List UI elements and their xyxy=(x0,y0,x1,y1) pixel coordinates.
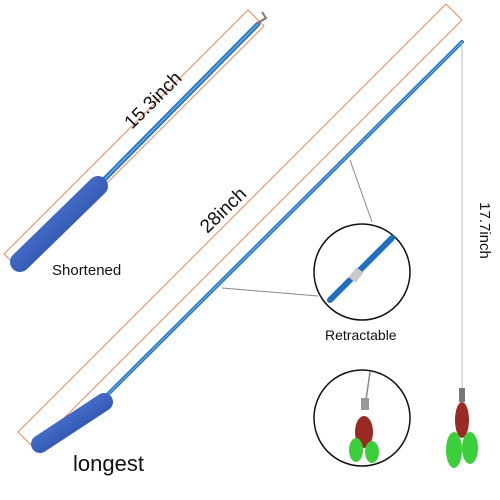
callout-line xyxy=(349,159,373,223)
callout-line xyxy=(221,287,319,297)
short-rod-icon xyxy=(10,11,268,272)
zoom-circle-joint xyxy=(313,223,411,321)
retractable-caption: Retractable xyxy=(325,327,397,343)
longest-caption: longest xyxy=(73,451,144,476)
string-length-label: 17.7inch xyxy=(475,202,493,259)
long-rod-icon xyxy=(31,40,464,453)
zoom-circle-feather xyxy=(313,369,411,467)
feather-lure-icon xyxy=(446,388,478,468)
shortened-caption: Shortened xyxy=(52,262,122,279)
long-measure-frame xyxy=(17,3,463,449)
